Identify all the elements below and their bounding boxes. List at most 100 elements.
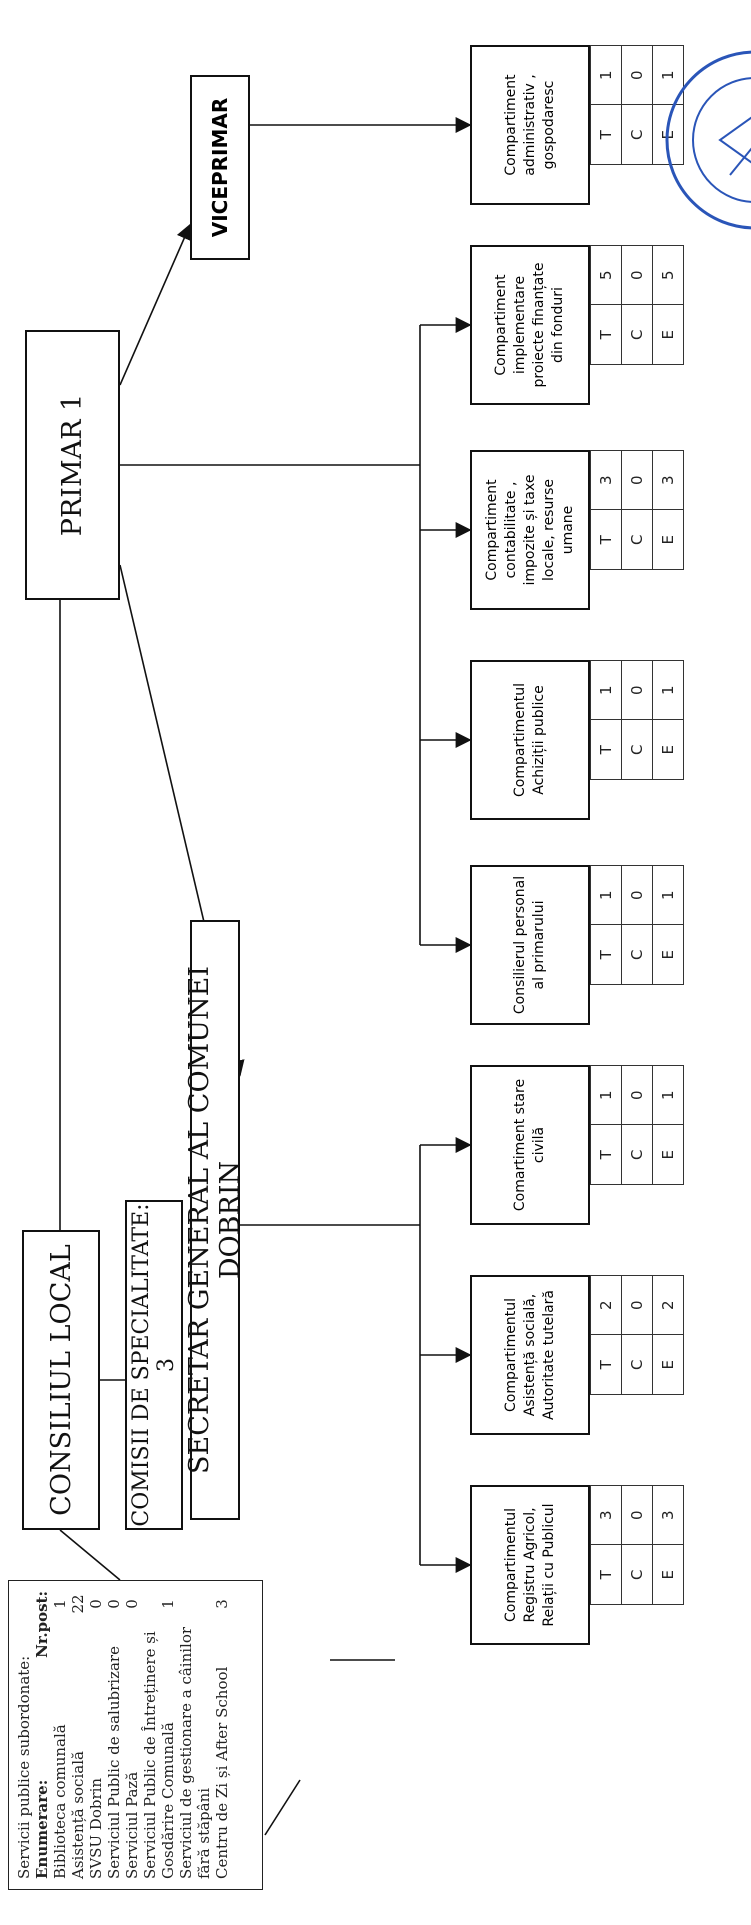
vice-mayor-label: VICEPRIMAR: [208, 97, 232, 238]
staff-type-label: E: [652, 1335, 684, 1395]
staff-type-label: T: [590, 925, 622, 985]
service-row: Centru de Zi și After School 3: [213, 1591, 231, 1879]
staff-type-label: C: [621, 1335, 653, 1395]
commissions-box: COMISII DE SPECIALITATE: 3: [125, 1200, 183, 1530]
staff-type-label: E: [652, 510, 684, 570]
service-name: Serviciul de gestionare a câinilor: [177, 1626, 195, 1879]
service-post-count: [177, 1591, 195, 1617]
services-col-posts: Nr.post:: [33, 1591, 51, 1658]
staff-type-label: T: [590, 1125, 622, 1185]
department-name: Compartiment administrativ , gospodaresc: [470, 45, 590, 205]
staff-type-label: C: [621, 925, 653, 985]
department-name: Compartiment contabilitate , impozite și…: [470, 450, 590, 610]
service-row: Serviciul de gestionare a câinilor: [177, 1591, 195, 1879]
staff-count: 0: [621, 245, 653, 305]
connector-line: [119, 223, 192, 386]
staff-count: 2: [590, 1275, 622, 1335]
staff-type-label: E: [652, 925, 684, 985]
department-5: Compartiment contabilitate , impozite și…: [470, 450, 684, 610]
staff-count: 1: [652, 1065, 684, 1125]
service-name: fără stăpâni: [195, 1787, 213, 1879]
staff-count: 0: [621, 660, 653, 720]
staff-type-label: T: [590, 1545, 622, 1605]
department-7: Compartiment administrativ , gospodaresc…: [470, 45, 684, 205]
department-name: Compartimentul Asistență socială, Autori…: [470, 1275, 590, 1435]
staff-count: 3: [590, 450, 622, 510]
staff-count: 0: [621, 1065, 653, 1125]
staff-count: 0: [621, 450, 653, 510]
service-post-count: 0: [123, 1599, 141, 1609]
department-name: Comartiment stare civilă: [470, 1065, 590, 1225]
subordinate-services-box: Servicii publice subordonate: Enumerare:…: [8, 1580, 263, 1890]
service-row: Serviciul Pază 0: [123, 1591, 141, 1879]
service-name: Gosdărire Comunală: [159, 1722, 177, 1879]
staff-type-label: C: [621, 720, 653, 780]
staff-count: 1: [652, 865, 684, 925]
staff-type-label: T: [590, 720, 622, 780]
staff-type-label: C: [621, 1125, 653, 1185]
staff-count: 3: [590, 1485, 622, 1545]
local-council-box: CONSILIUL LOCAL: [22, 1230, 100, 1530]
service-name: SVSU Dobrin: [87, 1777, 105, 1879]
service-row: fără stăpâni: [195, 1591, 213, 1879]
commissions-label: COMISII DE SPECIALITATE: 3: [129, 1203, 179, 1527]
services-heading: Servicii publice subordonate:: [15, 1655, 33, 1879]
mayor-box: PRIMAR 1: [25, 330, 120, 600]
service-name: Centru de Zi și After School: [213, 1666, 231, 1879]
staff-type-label: T: [590, 1335, 622, 1395]
staff-type-label: C: [621, 105, 653, 165]
service-post-count: 0: [105, 1599, 123, 1609]
service-row: Serviciul Public de Întreținere și: [141, 1591, 159, 1879]
staff-count: 0: [621, 1485, 653, 1545]
staff-type-label: C: [621, 305, 653, 365]
staff-type-label: E: [652, 1125, 684, 1185]
staff-type-label: E: [652, 1545, 684, 1605]
staff-type-label: E: [652, 720, 684, 780]
staff-count: 2: [652, 1275, 684, 1335]
department-0: Compartimentul Registru Agricol, Relații…: [470, 1485, 684, 1645]
staff-count: 1: [652, 660, 684, 720]
connector-line: [59, 1529, 121, 1581]
department-name: Compartimentul Achiziții publice: [470, 660, 590, 820]
service-name: Serviciul Pază: [123, 1771, 141, 1879]
services-col-enumeration: Enumerare:: [33, 1779, 51, 1879]
service-post-count: [195, 1591, 213, 1617]
council-seal: [665, 50, 751, 230]
service-name: Biblioteca comunală: [51, 1724, 69, 1879]
staff-count: 5: [652, 245, 684, 305]
staff-count: 0: [621, 865, 653, 925]
staff-count: 0: [621, 45, 653, 105]
service-post-count: 3: [213, 1599, 231, 1609]
secretary-box: SECRETAR GENERAL AL COMUNEI DOBRIN: [184, 920, 246, 1520]
